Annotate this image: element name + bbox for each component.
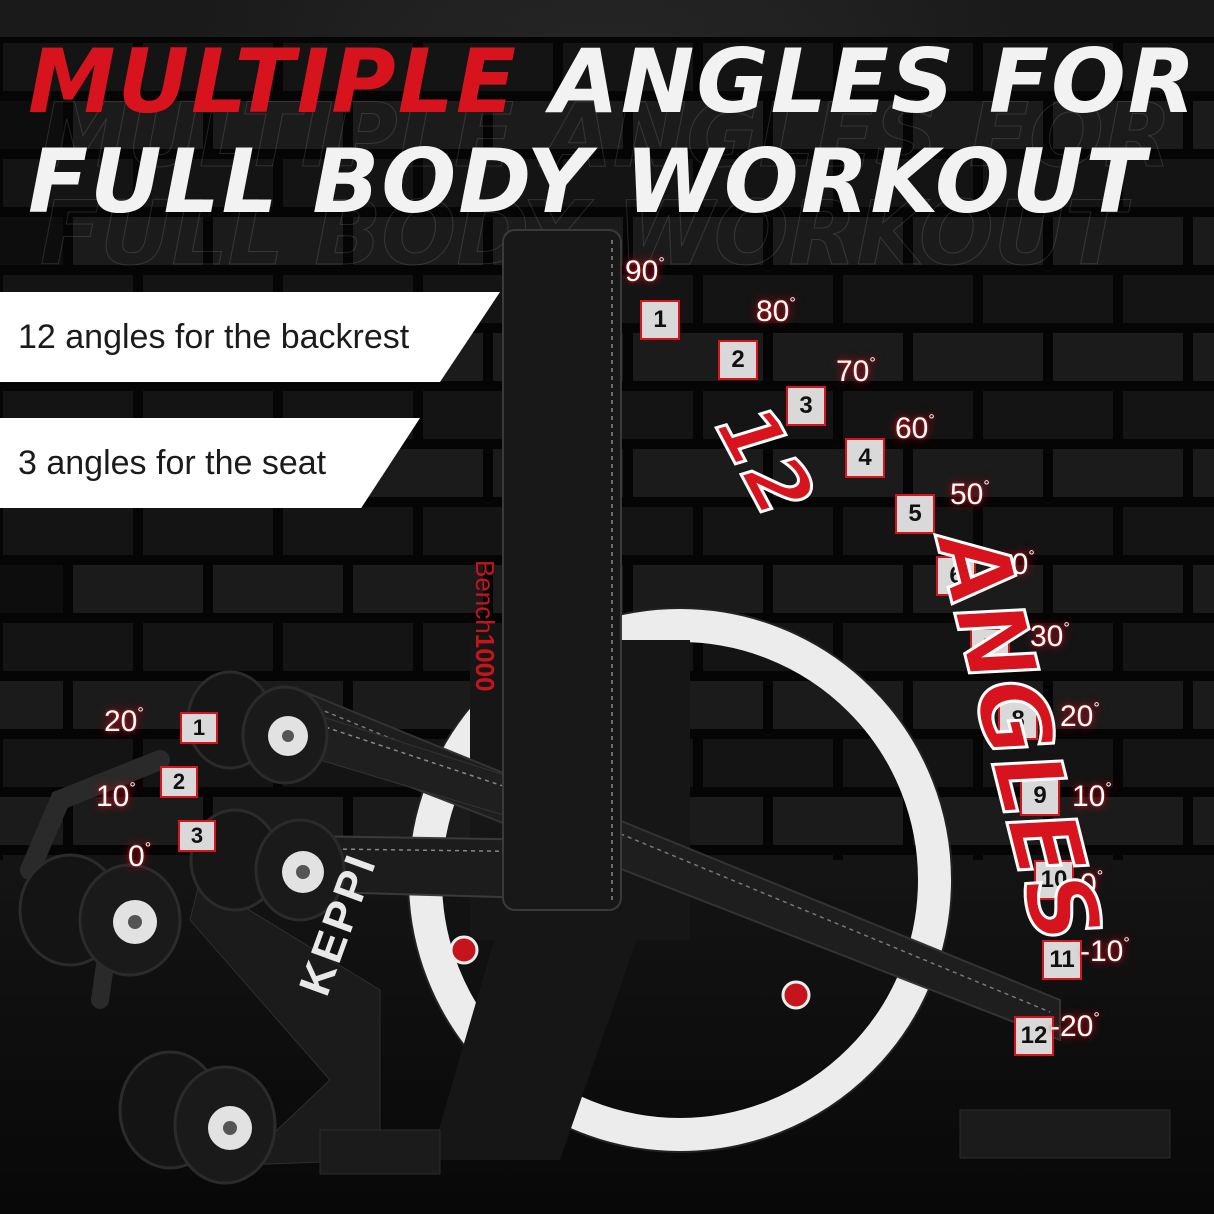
seat-degree-label: 10° xyxy=(96,780,136,813)
backrest-position-tile: 10 xyxy=(1034,860,1074,900)
backrest-position-tile: 8 xyxy=(998,700,1038,740)
backrest-position-tile: 11 xyxy=(1042,940,1082,980)
seat-position-tile: 2 xyxy=(160,766,198,798)
headline-shadow-line1: MULTIPLE ANGLES FOR xyxy=(40,84,1173,187)
backrest-degree-label: 30° xyxy=(1030,620,1070,653)
backrest-position-tile: 6 xyxy=(936,556,976,596)
backrest-degree-label: 80° xyxy=(756,295,796,328)
backrest-degree-label: 0° xyxy=(1080,868,1104,901)
headline-line1-rest: ANGLES FOR xyxy=(550,30,1198,133)
backrest-position-tile: 2 xyxy=(718,340,758,380)
backrest-degree-label: 90° xyxy=(625,255,665,288)
backrest-position-tile: 1 xyxy=(640,300,680,340)
backrest-position-tile: 12 xyxy=(1014,1016,1054,1056)
bench-model-label: Bench1000 xyxy=(470,560,500,692)
backrest-position-tile: 4 xyxy=(845,438,885,478)
backrest-degree-label: 20° xyxy=(1060,700,1100,733)
feature-banner-seat: 3 angles for the seat xyxy=(0,418,420,508)
pop-pin-icon xyxy=(449,935,479,965)
foam-rollers xyxy=(18,670,346,1185)
seat-degree-label: 0° xyxy=(128,840,152,873)
seat-degree-label: 20° xyxy=(104,705,144,738)
backrest-pad xyxy=(502,229,622,911)
backrest-position-tile: 9 xyxy=(1020,776,1060,816)
seat-position-tile: 1 xyxy=(180,712,218,744)
headline-line2: FULL BODY WORKOUT xyxy=(28,130,1148,233)
headline-accent-word: MULTIPLE xyxy=(28,30,518,133)
backrest-degree-label: 10° xyxy=(1072,780,1112,813)
feature-banner-backrest: 12 angles for the backrest xyxy=(0,292,500,382)
backrest-degree-label: -20° xyxy=(1050,1010,1100,1043)
backrest-degree-label: 70° xyxy=(836,355,876,388)
headline-line1: MULTIPLE ANGLES FOR xyxy=(28,38,1198,126)
backrest-position-tile: 7 xyxy=(970,628,1010,668)
backrest-degree-label: 40° xyxy=(995,548,1035,581)
backrest-degree-label: -10° xyxy=(1080,935,1130,968)
pop-pin-icon xyxy=(781,980,811,1010)
backrest-position-tile: 3 xyxy=(786,386,826,426)
backrest-degree-label: 50° xyxy=(950,478,990,511)
backrest-degree-label: 60° xyxy=(895,412,935,445)
backrest-position-tile: 5 xyxy=(895,494,935,534)
seat-position-tile: 3 xyxy=(178,820,216,852)
